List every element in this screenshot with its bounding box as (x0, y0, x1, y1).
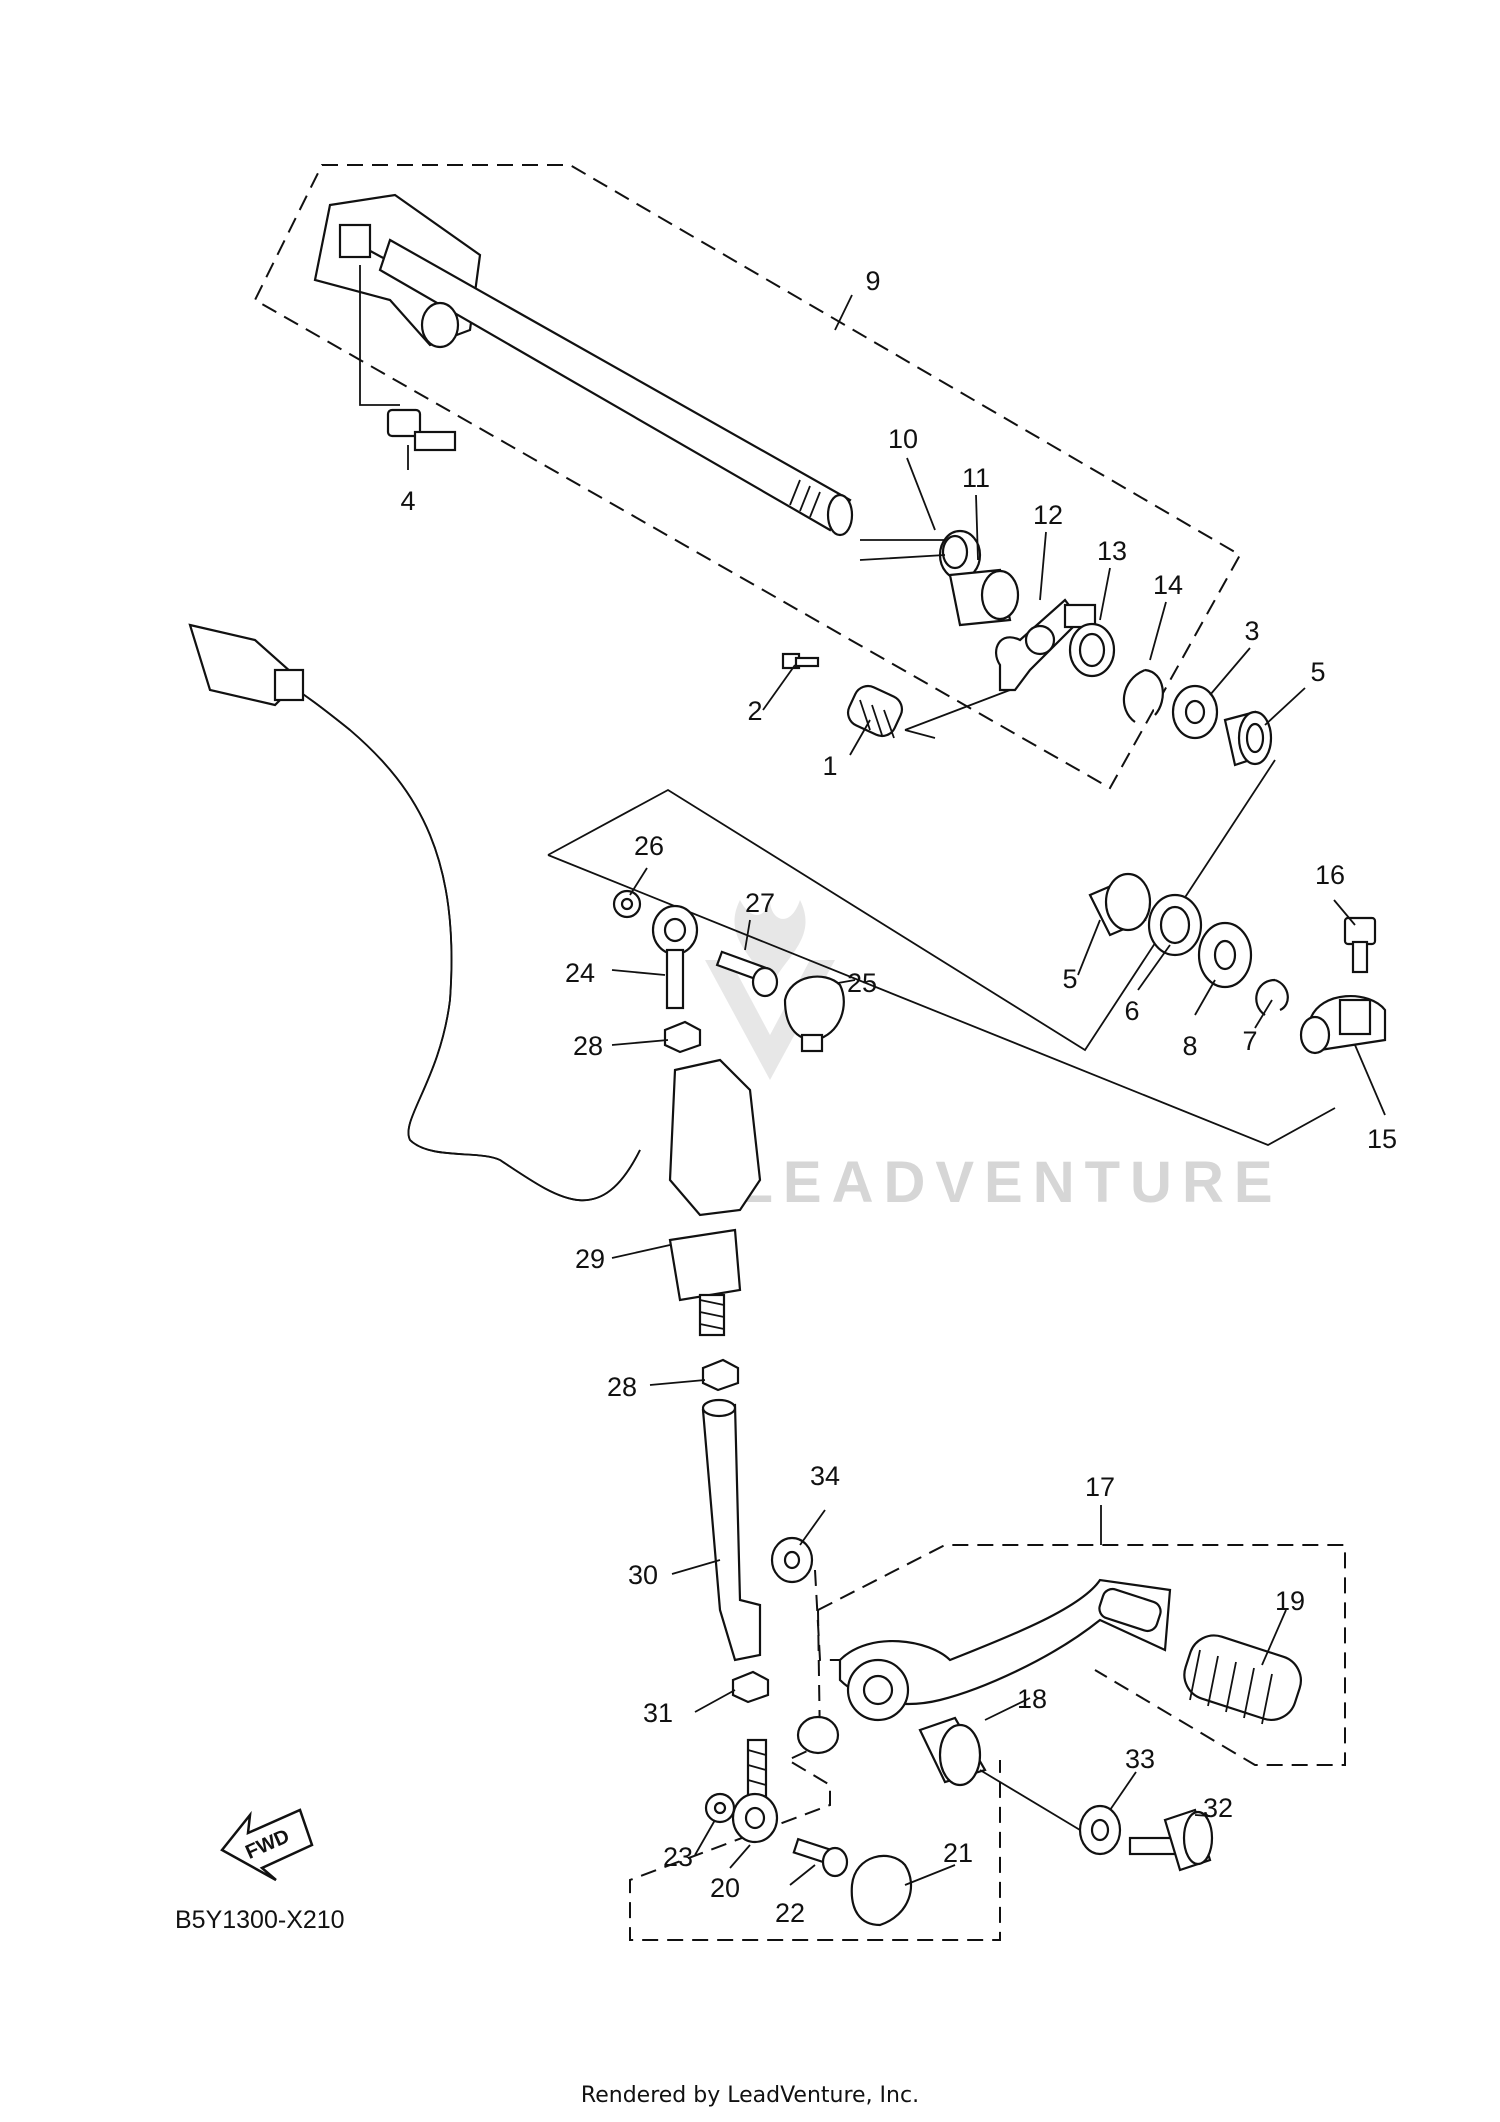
callout-25: 25 (847, 968, 877, 998)
part-18-collar (918, 1716, 1081, 1831)
leader-lines (407, 294, 1386, 1886)
part-11-collar (948, 568, 1020, 627)
callout-20: 20 (710, 1873, 740, 1903)
callout-8: 8 (1182, 1031, 1197, 1061)
part-5-bearing-upper (1223, 710, 1273, 767)
part-15-shift-arm (1299, 994, 1387, 1055)
part-3-washer (1171, 684, 1219, 740)
shift-shaft (313, 193, 854, 537)
part-22-bolt (792, 1837, 849, 1878)
callout-4: 4 (400, 486, 415, 516)
callout-22: 22 (775, 1898, 805, 1928)
callout-2: 2 (747, 696, 762, 726)
part-31-nut (731, 1670, 770, 1704)
part-20-rod-end (731, 1738, 779, 1844)
callout-21: 21 (943, 1838, 973, 1868)
callout-33: 33 (1125, 1744, 1155, 1774)
part-28-nut-upper (663, 1020, 702, 1054)
part-29-shift-sensor (188, 623, 762, 1337)
part-25-cap (783, 975, 845, 1053)
callout-27: 27 (745, 888, 775, 918)
callout-1: 1 (822, 751, 837, 781)
part-10-spring (859, 529, 982, 581)
watermark-text: LEADVENTURE (737, 1150, 1282, 1215)
callout-28-upper: 28 (573, 1031, 603, 1061)
part-17-shift-pedal (796, 1578, 1172, 1755)
callout-5-upper: 5 (1310, 657, 1325, 687)
callout-28-lower: 28 (607, 1372, 637, 1402)
part-21-cap (850, 1854, 913, 1927)
callout-9: 9 (865, 266, 880, 296)
callout-12: 12 (1033, 500, 1063, 530)
callout-34: 34 (810, 1461, 840, 1491)
shift-pedal-group-outline (629, 1544, 1346, 1941)
callout-14: 14 (1153, 570, 1183, 600)
callout-32: 32 (1203, 1793, 1233, 1823)
callout-16: 16 (1315, 860, 1345, 890)
part-32-bolt (1128, 1808, 1214, 1872)
callout-10: 10 (888, 424, 918, 454)
part-28-nut-lower (701, 1358, 740, 1392)
callout-5-lower: 5 (1062, 964, 1077, 994)
part-30-shift-rod (701, 1398, 762, 1662)
part-23-washer (704, 1792, 736, 1824)
callout-17: 17 (1085, 1472, 1115, 1502)
callout-18: 18 (1017, 1684, 1047, 1714)
part-8-washer (1197, 921, 1253, 989)
callout-24: 24 (565, 958, 595, 988)
callout-30: 30 (628, 1560, 658, 1590)
part-12-plate (994, 598, 1097, 692)
callout-19: 19 (1275, 1586, 1305, 1616)
part-27-bolt (715, 950, 779, 998)
callout-23: 23 (663, 1842, 693, 1872)
callout-15: 15 (1367, 1124, 1397, 1154)
part-14-circlip (1122, 668, 1164, 723)
diagram-code: B5Y1300-X210 (175, 1906, 345, 1934)
part-33-washer (1078, 1804, 1122, 1856)
callout-29: 29 (575, 1244, 605, 1274)
callout-labels: 9 4 10 11 12 13 14 3 5 2 1 26 27 24 25 2… (400, 266, 1397, 1928)
callout-6: 6 (1124, 996, 1139, 1026)
part-1-spring (846, 684, 1011, 739)
part-4-bolt (359, 265, 457, 452)
callout-31: 31 (643, 1698, 673, 1728)
footer-credit: Rendered by LeadVenture, Inc. (581, 2083, 919, 2108)
callout-11: 11 (962, 463, 990, 493)
part-26-washer (612, 889, 642, 919)
part-34-washer (770, 1536, 845, 1661)
callout-3: 3 (1244, 616, 1259, 646)
part-16-bolt (1343, 916, 1377, 974)
fwd-arrow-icon: FWD (220, 1808, 314, 1882)
part-19-rubber (1183, 1634, 1302, 1725)
shift-shaft-group-outline (253, 164, 1242, 790)
part-2-bolt (781, 652, 820, 670)
callout-26: 26 (634, 831, 664, 861)
callout-7: 7 (1242, 1026, 1257, 1056)
part-7-circlip (1255, 978, 1289, 1016)
part-13-washer (1068, 622, 1116, 678)
callout-13: 13 (1097, 536, 1127, 566)
part-5-bearing-lower (1088, 872, 1152, 937)
part-24-rod-end (651, 904, 699, 1010)
part-6-oil-seal (1147, 893, 1203, 957)
